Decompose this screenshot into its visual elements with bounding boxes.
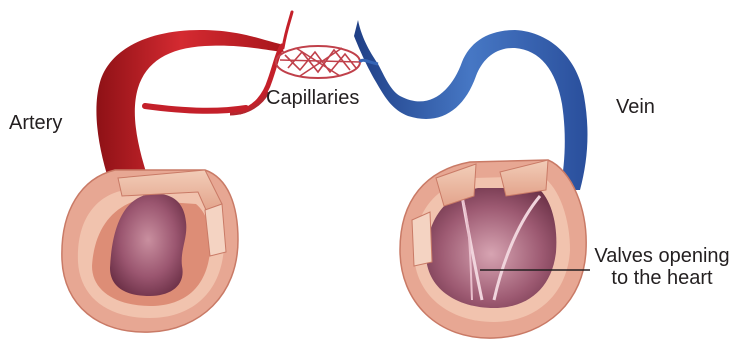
valves-label: Valves opening to the heart	[582, 245, 742, 289]
capillaries-label: Capillaries	[266, 87, 359, 109]
vein-cross-section	[400, 160, 586, 338]
artery-tube	[96, 12, 292, 190]
valves-label-line2: to the heart	[582, 267, 742, 289]
valves-label-line1: Valves opening	[582, 245, 742, 267]
vein-label: Vein	[616, 96, 655, 118]
artery-label: Artery	[9, 112, 62, 134]
artery-cross-section	[62, 170, 238, 332]
capillary-bed	[276, 46, 360, 78]
